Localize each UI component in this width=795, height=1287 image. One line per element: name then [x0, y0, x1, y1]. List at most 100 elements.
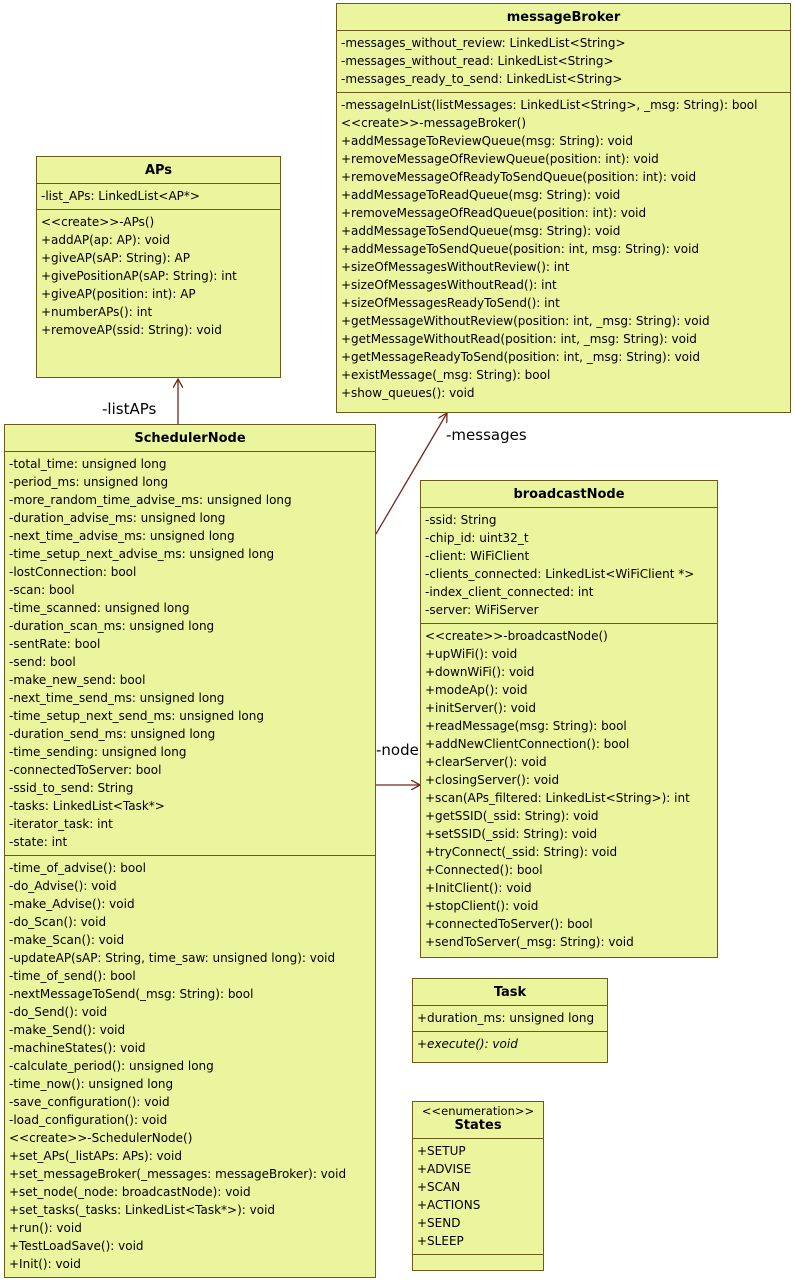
operation: +removeMessageOfReviewQueue(position: in…: [341, 152, 659, 166]
operations-section: -messageInList(listMessages: LinkedList<…: [337, 93, 790, 406]
attribute: +duration_ms: unsigned long: [417, 1011, 595, 1025]
operation: +getMessageWithoutReview(position: int, …: [341, 314, 710, 328]
enum-literal: +SEND: [417, 1216, 461, 1230]
operation: +giveAP(sAP: String): AP: [41, 251, 190, 265]
operation: +Init(): void: [9, 1257, 81, 1271]
link-label-node: -node: [376, 741, 419, 759]
operation: +TestLoadSave(): void: [9, 1239, 144, 1253]
class-states: <<enumeration>> States +SETUP +ADVISE +S…: [412, 1101, 544, 1271]
enum-literal: +ACTIONS: [417, 1198, 481, 1212]
attribute: -duration_scan_ms: unsigned long: [9, 619, 215, 633]
attribute: -lostConnection: bool: [9, 565, 137, 579]
attribute: -tasks: LinkedList<Task*>: [9, 799, 165, 813]
attribute: -period_ms: unsigned long: [9, 475, 169, 489]
operation: +set_APs(_listAPs: APs): void: [9, 1149, 182, 1163]
operation: -load_configuration(): void: [9, 1113, 168, 1127]
operation: +setSSID(_ssid: String): void: [425, 827, 598, 841]
operation: +set_messageBroker(_messages: messageBro…: [9, 1167, 347, 1181]
operation: +addAP(ap: AP): void: [41, 233, 170, 247]
operations-section: -time_of_advise(): bool -do_Advise(): vo…: [5, 856, 375, 1277]
operation: +numberAPs(): int: [41, 305, 153, 319]
attribute: -ssid_to_send: String: [9, 781, 134, 795]
operation: -do_Advise(): void: [9, 879, 117, 893]
attributes-section: -ssid: String -chip_id: uint32_t -client…: [421, 508, 717, 624]
operation: -make_Send(): void: [9, 1023, 126, 1037]
class-name: messageBroker: [337, 4, 790, 31]
operation: +Connected(): bool: [425, 863, 543, 877]
attribute: -ssid: String: [425, 513, 497, 527]
class-broadcast-node: broadcastNode -ssid: String -chip_id: ui…: [420, 480, 718, 958]
operation: <<create>>-APs(): [41, 215, 155, 229]
attributes-section: -total_time: unsigned long -period_ms: u…: [5, 452, 375, 856]
operation: +existMessage(_msg: String): bool: [341, 368, 551, 382]
operation: <<create>>-SchedulerNode(): [9, 1131, 193, 1145]
class-task: Task +duration_ms: unsigned long +execut…: [412, 978, 608, 1063]
attribute: -send: bool: [9, 655, 76, 669]
operation: +addMessageToReviewQueue(msg: String): v…: [341, 134, 633, 148]
operation: +scan(APs_filtered: LinkedList<String>):…: [425, 791, 690, 805]
attribute: -next_time_send_ms: unsigned long: [9, 691, 225, 705]
operation: +sizeOfMessagesReadyToSend(): int: [341, 296, 560, 310]
operation: +upWiFi(): void: [425, 647, 518, 661]
attribute: -server: WiFiServer: [425, 603, 539, 617]
class-name: APs: [37, 157, 280, 184]
operation: -calculate_period(): unsigned long: [9, 1059, 214, 1073]
attribute: -iterator_task: int: [9, 817, 113, 831]
attribute: -index_client_connected: int: [425, 585, 594, 599]
operation: +show_queues(): void: [341, 386, 475, 400]
attribute: -sentRate: bool: [9, 637, 101, 651]
class-message-broker: messageBroker -messages_without_review: …: [336, 3, 791, 413]
operation: +connectedToServer(): bool: [425, 917, 593, 931]
operations-section: <<create>>-APs() +addAP(ap: AP): void +g…: [37, 210, 280, 343]
operation: +removeAP(ssid: String): void: [41, 323, 222, 337]
operation: +set_tasks(_tasks: LinkedList<Task*>): v…: [9, 1203, 276, 1217]
operation: -nextMessageToSend(_msg: String): bool: [9, 987, 254, 1001]
class-aps: APs -list_APs: LinkedList<AP*> <<create>…: [36, 156, 281, 378]
operation: +addMessageToSendQueue(position: int, ms…: [341, 242, 700, 256]
operation: +addNewClientConnection(): bool: [425, 737, 630, 751]
operation: -make_Advise(): void: [9, 897, 135, 911]
attribute: -client: WiFiClient: [425, 549, 530, 563]
class-header: <<enumeration>> States: [413, 1102, 543, 1139]
operation: +removeMessageOfReadyToSendQueue(positio…: [341, 170, 697, 184]
operation: +addMessageToSendQueue(msg: String): voi…: [341, 224, 621, 238]
attribute: -scan: bool: [9, 583, 75, 597]
empty-section: [413, 1255, 543, 1262]
attribute: -chip_id: uint32_t: [425, 531, 529, 545]
operation: +getMessageReadyToSend(position: int, _m…: [341, 350, 700, 364]
enum-literal: +SLEEP: [417, 1234, 464, 1248]
enum-literal: +ADVISE: [417, 1162, 472, 1176]
attribute: -list_APs: LinkedList<AP*>: [41, 189, 200, 203]
operation: +clearServer(): void: [425, 755, 547, 769]
attribute: -duration_advise_ms: unsigned long: [9, 511, 226, 525]
attribute: -more_random_time_advise_ms: unsigned lo…: [9, 493, 292, 507]
operation: +sizeOfMessagesWithoutReview(): int: [341, 260, 570, 274]
operation: <<create>>-messageBroker(): [341, 116, 527, 130]
operation: +getSSID(_ssid: String): void: [425, 809, 599, 823]
operation: +sizeOfMessagesWithoutRead(): int: [341, 278, 557, 292]
class-name: broadcastNode: [421, 481, 717, 508]
attribute: -connectedToServer: bool: [9, 763, 162, 777]
operation: -save_configuration(): void: [9, 1095, 170, 1109]
operation: -updateAP(sAP: String, time_saw: unsigne…: [9, 951, 336, 965]
operation: +closingServer(): void: [425, 773, 560, 787]
operation: -time_of_advise(): bool: [9, 861, 146, 875]
operation: +execute(): void: [417, 1037, 518, 1051]
operation: +removeMessageOfReadQueue(position: int)…: [341, 206, 647, 220]
operation: +stopClient(): void: [425, 899, 539, 913]
operation: +initServer(): void: [425, 701, 536, 715]
operation: -time_of_send(): bool: [9, 969, 136, 983]
attribute: -next_time_advise_ms: unsigned long: [9, 529, 235, 543]
operation: -do_Scan(): void: [9, 915, 107, 929]
link-messages: [375, 413, 447, 535]
attribute: -time_sending: unsigned long: [9, 745, 187, 759]
operation: +givePositionAP(sAP: String): int: [41, 269, 237, 283]
enum-literal: +SCAN: [417, 1180, 461, 1194]
operation: +sendToServer(_msg: String): void: [425, 935, 634, 949]
operation: +giveAP(position: int): AP: [41, 287, 196, 301]
link-label-messages: -messages: [446, 426, 527, 444]
class-scheduler-node: SchedulerNode -total_time: unsigned long…: [4, 424, 376, 1278]
operation: +getMessageWithoutRead(position: int, _m…: [341, 332, 697, 346]
attribute: -time_setup_next_send_ms: unsigned long: [9, 709, 264, 723]
